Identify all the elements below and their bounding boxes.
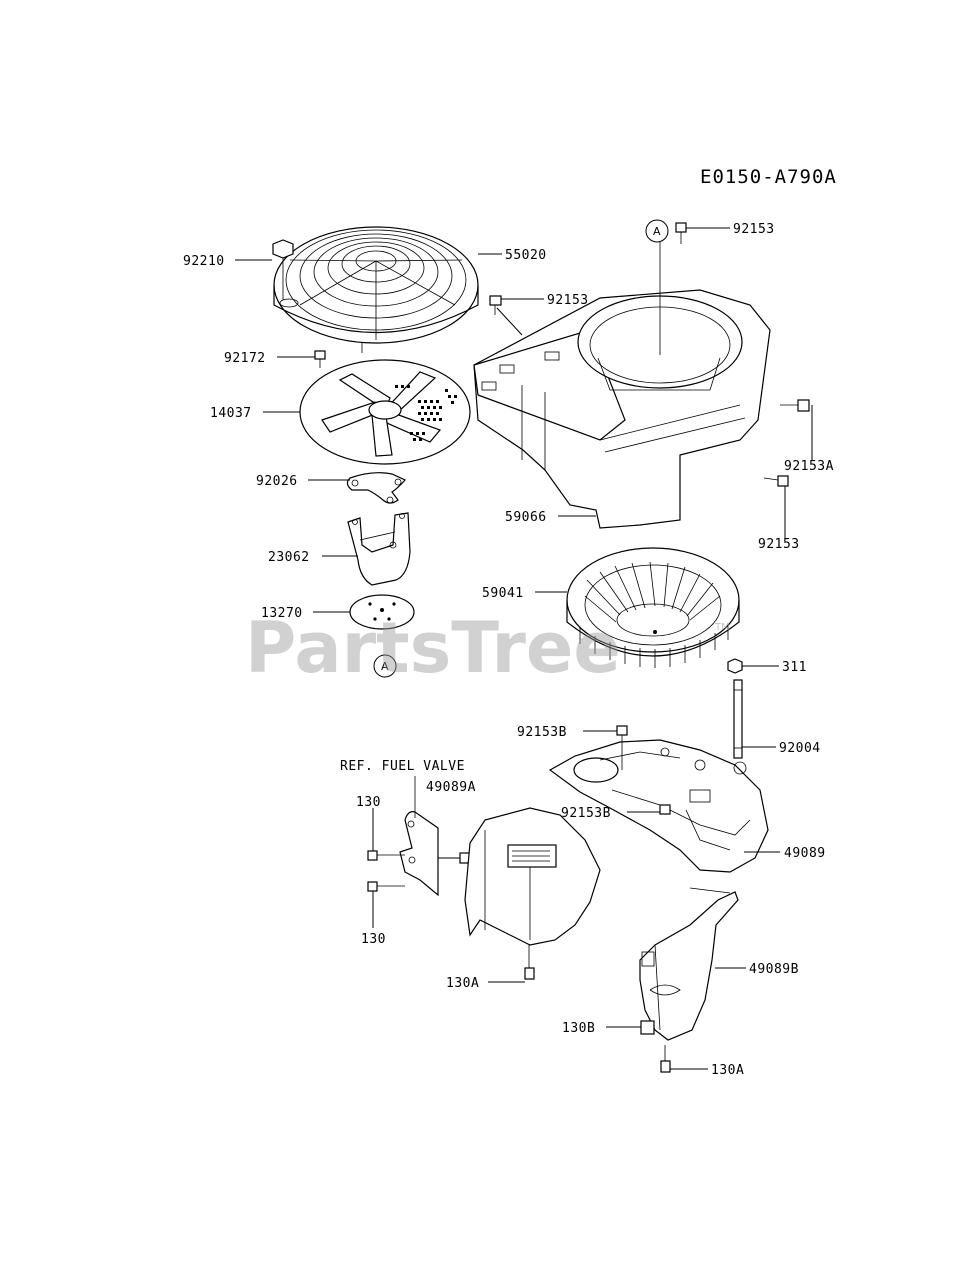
- cover-49089A: [464, 807, 601, 946]
- ref-marker-a-left: A: [373, 654, 397, 678]
- label-130A-left: 130A: [446, 976, 479, 991]
- shroud-59066: [473, 235, 771, 529]
- label-92172: 92172: [224, 351, 266, 366]
- label-92153B-top: 92153B: [517, 725, 567, 740]
- label-49089B: 49089B: [749, 962, 799, 977]
- label-130-bottom: 130: [361, 932, 386, 947]
- label-92153-mid: 92153: [547, 293, 589, 308]
- bolt-130-top: [367, 850, 405, 861]
- bolt-92153-right: [763, 475, 789, 487]
- label-55020: 55020: [505, 248, 547, 263]
- label-ref-fuel-valve: REF. FUEL VALVE: [340, 759, 465, 774]
- label-49089A: 49089A: [426, 780, 476, 795]
- label-92210: 92210: [183, 254, 225, 269]
- diagram-code: E0150-A790A: [700, 166, 837, 188]
- label-92004: 92004: [779, 741, 821, 756]
- bolt-92153-top: [675, 222, 687, 244]
- label-130B: 130B: [562, 1021, 595, 1036]
- nut-92210: [272, 239, 299, 308]
- label-92026: 92026: [256, 474, 298, 489]
- ref-marker-a-top: A: [645, 219, 669, 243]
- nut-311: [727, 658, 743, 674]
- label-14037: 14037: [210, 406, 252, 421]
- label-49089: 49089: [784, 846, 826, 861]
- label-92153A: 92153A: [784, 459, 834, 474]
- stud-92004: [733, 679, 743, 759]
- fan-59041: [566, 547, 740, 668]
- bolt-130-bottom: [367, 881, 405, 892]
- label-92153-top: 92153: [733, 222, 775, 237]
- bolt-92153-mid: [489, 295, 502, 315]
- label-130-top: 130: [356, 795, 381, 810]
- bolt-92153A: [780, 399, 810, 412]
- fan-guard-55020: [273, 226, 479, 353]
- label-59041: 59041: [482, 586, 524, 601]
- cover-49089B: [639, 887, 739, 1041]
- bolt-130A-left: [524, 945, 535, 980]
- svg-text:A: A: [381, 660, 389, 673]
- baffle-49089: [548, 739, 769, 873]
- plate-92026: [346, 472, 406, 504]
- label-23062: 23062: [268, 550, 310, 565]
- label-92153-right: 92153: [758, 537, 800, 552]
- watermark-tm: TM: [714, 622, 730, 633]
- label-130A-right: 130A: [711, 1063, 744, 1078]
- label-92153B-mid: 92153B: [561, 806, 611, 821]
- label-311: 311: [782, 660, 807, 675]
- label-13270: 13270: [261, 606, 303, 621]
- screen-plate-14037: [299, 359, 471, 465]
- watermark: PartsTree: [245, 607, 621, 689]
- bolt-130A-right: [660, 1045, 671, 1073]
- label-59066: 59066: [505, 510, 547, 525]
- bolt-92172: [314, 350, 326, 368]
- leader-lines: [235, 227, 813, 1070]
- bolt-130B: [640, 1020, 655, 1035]
- bolt-92153B-mid: [659, 804, 671, 815]
- bracket-23062: [347, 512, 411, 586]
- svg-text:A: A: [653, 225, 661, 238]
